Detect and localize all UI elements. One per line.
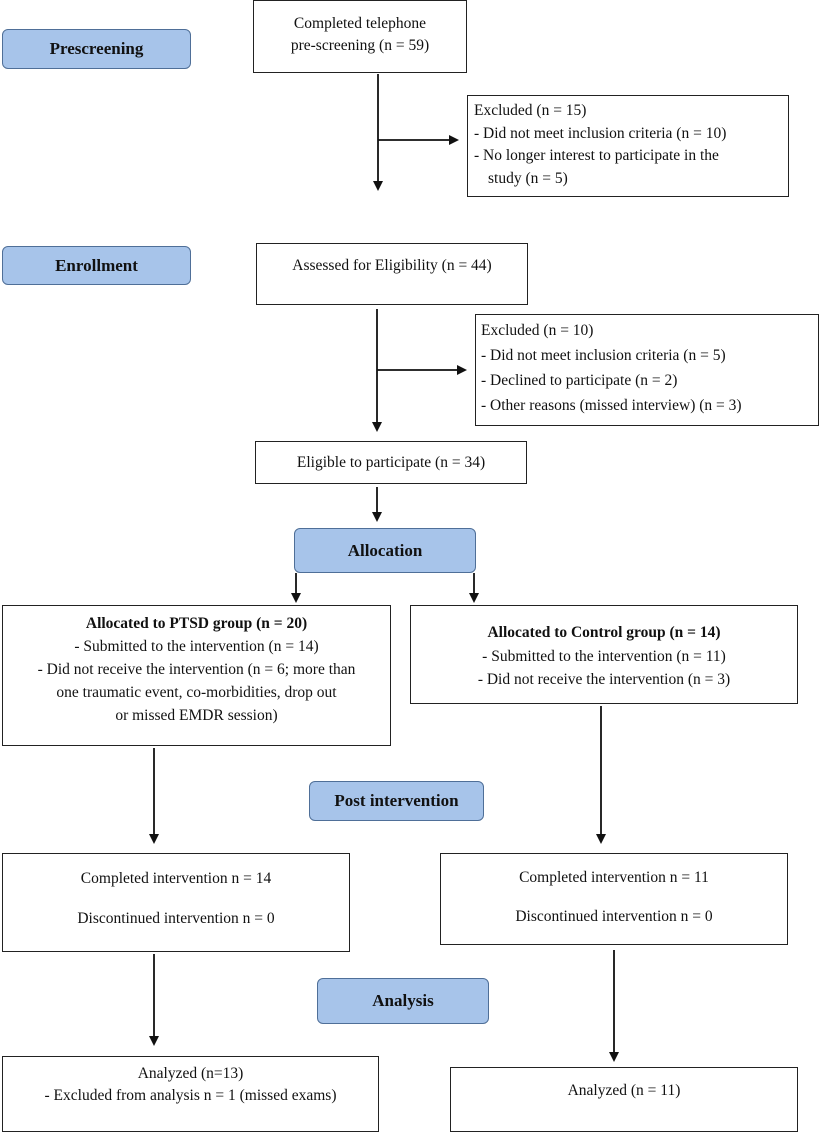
control-allocation-title: Allocated to Control group (n = 14) (487, 624, 721, 641)
control-post-discontinued: Discontinued intervention n = 0 (515, 908, 713, 925)
excluded1-title: Excluded (n = 15) (474, 102, 587, 119)
ptsd-allocation-line: one traumatic event, co-morbidities, dro… (56, 684, 337, 701)
ptsd-post-completed: Completed intervention n = 14 (80, 870, 272, 887)
stage-prescreening: Prescreening (2, 29, 191, 69)
assessed-box: Assessed for Eligibility (n = 44) (256, 243, 528, 305)
eligible-text: Eligible to participate (n = 34) (296, 454, 486, 471)
prescreen-line-1: Completed telephone (293, 15, 427, 32)
excluded2-box: Excluded (n = 10) - Did not meet inclusi… (475, 314, 819, 426)
excluded1-item: - Did not meet inclusion criteria (n = 1… (474, 124, 727, 142)
ptsd-analysis-excluded: - Excluded from analysis n = 1 (missed e… (44, 1087, 337, 1104)
excluded2-item: - Did not meet inclusion criteria (n = 5… (481, 347, 726, 364)
excluded1-item: - No longer interest to participate in t… (474, 147, 719, 164)
control-post-box: Completed intervention n = 11 Discontinu… (440, 853, 788, 945)
control-allocation-line: - Did not receive the intervention (n = … (477, 671, 731, 688)
control-post-completed: Completed intervention n = 11 (519, 869, 709, 886)
ptsd-post-discontinued: Discontinued intervention n = 0 (77, 910, 275, 927)
excluded1-item: study (n = 5) (488, 169, 568, 187)
control-analysis-box: Analyzed (n = 11) (450, 1067, 798, 1132)
eligible-box: Eligible to participate (n = 34) (255, 441, 527, 484)
excluded1-box: Excluded (n = 15) - Did not meet inclusi… (467, 95, 789, 197)
stage-analysis: Analysis (317, 978, 489, 1024)
stage-post-intervention: Post intervention (309, 781, 484, 821)
control-allocation-box: Allocated to Control group (n = 14) - Su… (410, 605, 798, 704)
ptsd-post-box: Completed intervention n = 14 Discontinu… (2, 853, 350, 952)
ptsd-allocation-title: Allocated to PTSD group (n = 20) (85, 615, 308, 632)
prescreen-box: Completed telephone pre-screening (n = 5… (253, 0, 467, 73)
assessed-text: Assessed for Eligibility (n = 44) (292, 257, 492, 274)
stage-enrollment: Enrollment (2, 246, 191, 285)
control-analysis-text: Analyzed (n = 11) (567, 1082, 681, 1099)
ptsd-allocation-line: - Did not receive the intervention (n = … (37, 661, 356, 678)
excluded2-title: Excluded (n = 10) (481, 322, 594, 339)
excluded2-item: - Declined to participate (n = 2) (481, 372, 678, 389)
stage-allocation: Allocation (294, 528, 476, 573)
ptsd-allocation-box: Allocated to PTSD group (n = 20) - Submi… (2, 605, 391, 746)
control-allocation-line: - Submitted to the intervention (n = 11) (482, 647, 726, 665)
excluded2-item: - Other reasons (missed interview) (n = … (481, 397, 742, 414)
ptsd-analysis-box: Analyzed (n=13) - Excluded from analysis… (2, 1056, 379, 1132)
ptsd-allocation-line: - Submitted to the intervention (n = 14) (74, 638, 319, 655)
ptsd-analysis-analyzed: Analyzed (n=13) (137, 1065, 244, 1082)
prescreen-line-2: pre-screening (n = 59) (290, 37, 430, 54)
ptsd-allocation-line: or missed EMDR session) (115, 707, 278, 724)
